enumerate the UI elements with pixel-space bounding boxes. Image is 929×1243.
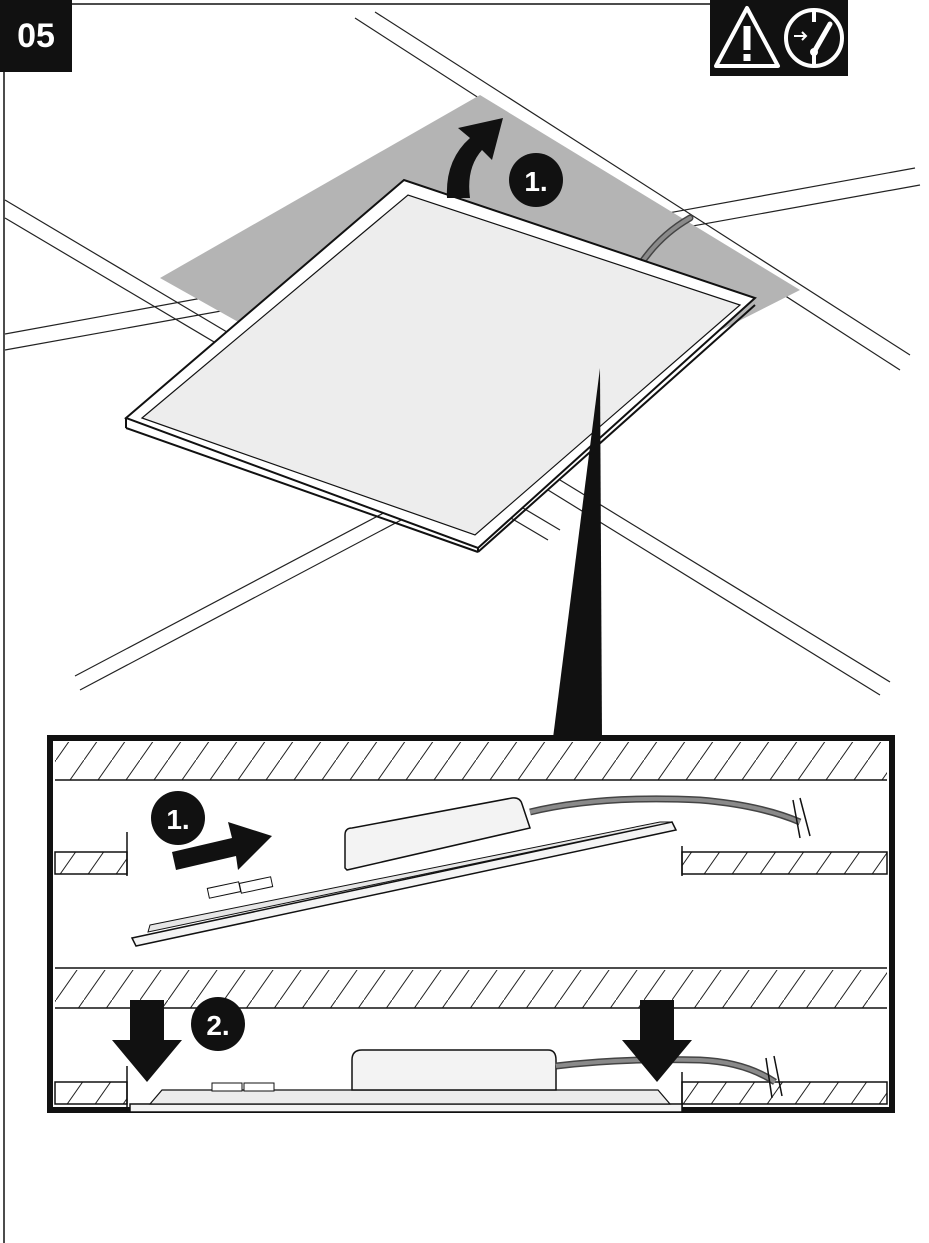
power-switch-off-icon [784, 8, 844, 68]
step-number-badge: 05 [0, 0, 72, 72]
drop-arrow-left-icon [112, 1000, 182, 1082]
detail-step-1-badge [151, 791, 205, 845]
zoom-callout-wedge [553, 368, 602, 738]
push-arrow-icon [172, 822, 272, 870]
detail-ceiling-upper [55, 742, 887, 781]
lift-arrow-icon [446, 118, 503, 198]
detail-step-2-badge [191, 997, 245, 1051]
drop-arrow-right-icon [622, 1000, 692, 1082]
top-step-1-label: 1. [524, 166, 547, 197]
detail-ceiling-lower [55, 970, 887, 1009]
top-step-1-badge [509, 153, 563, 207]
detail-panel-seated [129, 1049, 783, 1113]
detail-panel-tilted [130, 795, 811, 947]
detail-step-2-label: 2. [206, 1010, 229, 1041]
detail-ledges-upper [54, 832, 888, 876]
detail-step-1-label: 1. [166, 804, 189, 835]
detail-ledges-lower [54, 1066, 888, 1112]
safety-icons-box [710, 0, 848, 76]
led-panel-tilted [124, 178, 757, 553]
warning-triangle-icon [714, 6, 780, 68]
